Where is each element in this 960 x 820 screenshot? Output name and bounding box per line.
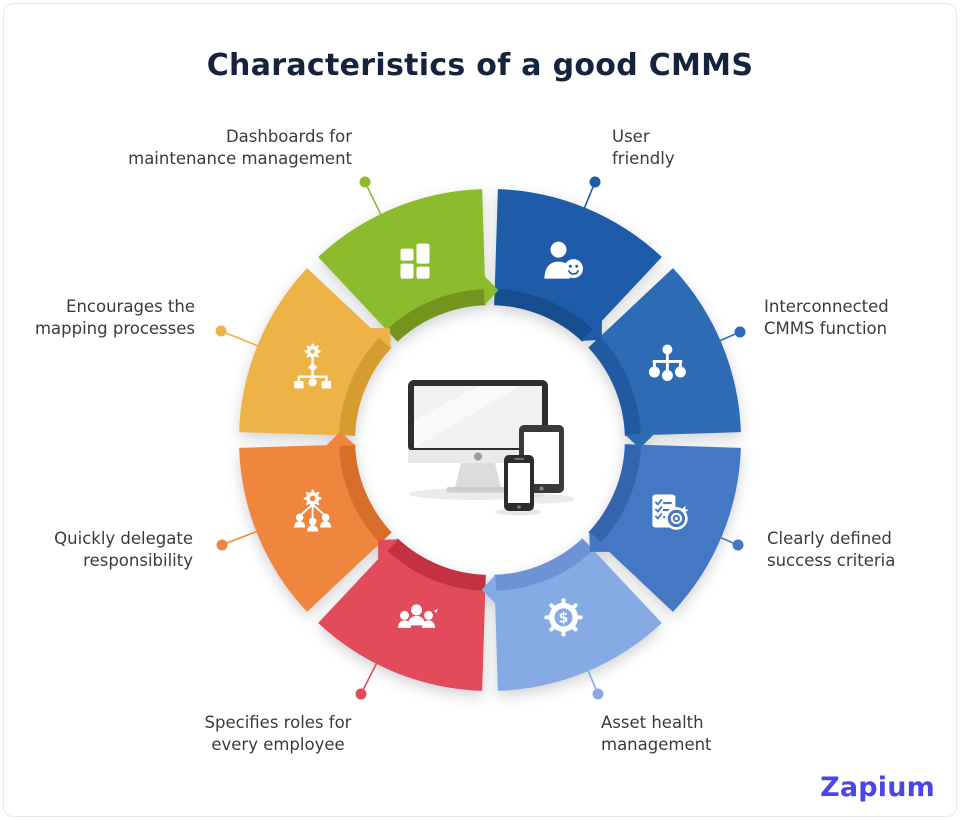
- label-dashboards: Dashboards for maintenance management: [128, 127, 352, 169]
- segment-user-friendly-bevel: [494, 289, 594, 342]
- segment-asset-health-bevel: [494, 538, 594, 591]
- segment-user-friendly-arrow-icon: [581, 318, 602, 341]
- connector-dot-mapping: [215, 325, 227, 337]
- connector-dot-quickly-delegate: [216, 539, 228, 551]
- segment-mapping-arrow-icon: [368, 328, 391, 349]
- connector-quickly-delegate: [221, 530, 259, 546]
- connector-dot-asset-health: [592, 688, 604, 700]
- devices-illustration: [408, 380, 575, 516]
- connector-dashboards: [364, 181, 383, 217]
- segment-asset-health-arrow-icon: [481, 574, 497, 605]
- connector-dot-dashboards: [359, 176, 371, 188]
- segment-quickly-delegate-bevel: [339, 444, 392, 544]
- segment-dashboards-arrow-icon: [483, 275, 499, 306]
- label-mapping: Encourages the mapping processes: [34, 297, 195, 339]
- segment-specifies-roles-arrow-icon: [378, 539, 399, 562]
- segment-interconnected-bevel: [588, 336, 641, 436]
- segment-dashboards-bevel: [386, 289, 486, 342]
- segment-clearly-defined-arrow-icon: [589, 531, 612, 552]
- wheel-segments-group: [239, 189, 741, 691]
- brand-logo: Zapium: [820, 772, 935, 803]
- phone-icon: [504, 455, 534, 511]
- label-specifies-roles: Specifies roles for every employee: [204, 713, 352, 755]
- connector-mapping: [220, 330, 260, 348]
- connector-dot-clearly-defined: [732, 539, 744, 551]
- label-interconnected: Interconnected CMMS function: [764, 297, 889, 339]
- label-quickly-delegate: Quickly delegate responsibility: [54, 529, 193, 571]
- segment-clearly-defined-bevel: [588, 444, 641, 544]
- segment-interconnected-arrow-icon: [624, 433, 655, 449]
- connector-dot-user-friendly: [589, 176, 601, 188]
- segment-specifies-roles-bevel: [386, 538, 486, 591]
- connector-dot-specifies-roles: [355, 688, 367, 700]
- label-asset-health: Asset health management: [601, 713, 712, 755]
- segment-quickly-delegate-arrow-icon: [325, 431, 356, 447]
- segment-mapping-bevel: [339, 336, 392, 436]
- label-user-friendly: User friendly: [612, 127, 675, 169]
- connector-dot-interconnected: [734, 326, 746, 338]
- gear-dollar-icon: [544, 598, 583, 637]
- monitor-icon: [408, 380, 548, 493]
- page-title: Characteristics of a good CMMS: [206, 48, 754, 83]
- label-clearly-defined: Clearly defined success criteria: [767, 529, 896, 571]
- connector-specifies-roles: [360, 661, 378, 695]
